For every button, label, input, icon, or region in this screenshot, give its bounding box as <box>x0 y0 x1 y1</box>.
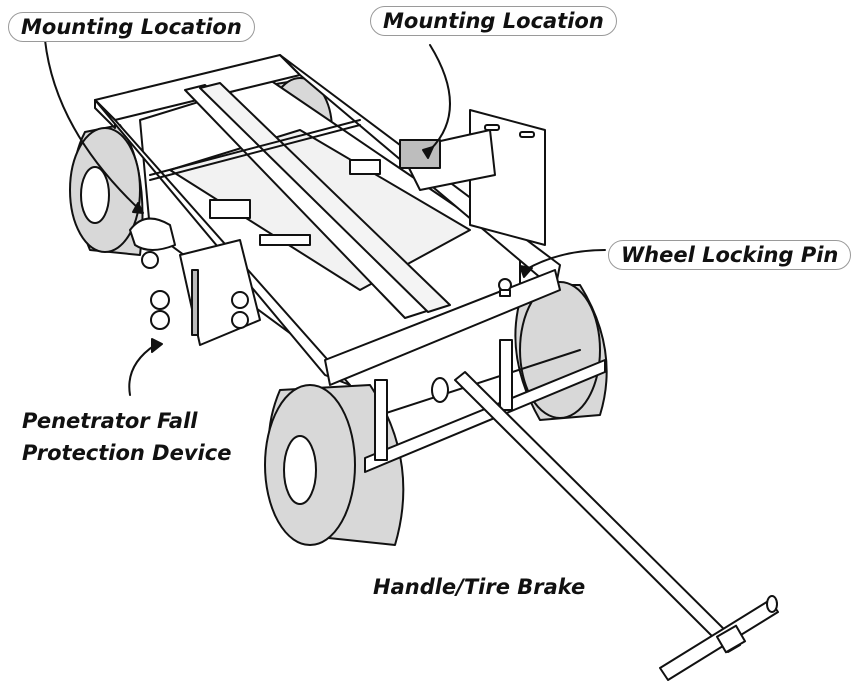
callout-wheel-locking-pin: Wheel Locking Pin <box>608 240 852 270</box>
label-fall-protection-line2: Protection Device <box>22 441 232 465</box>
rear-plate-assembly <box>399 109 546 246</box>
label-handle-tire-brake: Handle/Tire Brake <box>373 575 586 599</box>
callout-mounting-location-right: Mounting Location <box>370 6 617 36</box>
front-crossbar <box>364 339 606 473</box>
callout-mounting-location-left: Mounting Location <box>8 12 255 42</box>
handle-tire-brake <box>431 371 779 681</box>
front-left-tire <box>264 384 405 546</box>
mounting-brackets <box>209 159 381 246</box>
fall-protection-device <box>129 217 261 346</box>
leader-lines <box>44 39 606 396</box>
rear-left-tire <box>69 124 144 256</box>
wheel-locking-pin <box>498 278 512 297</box>
label-fall-protection-line1: Penetrator Fall <box>22 409 198 433</box>
